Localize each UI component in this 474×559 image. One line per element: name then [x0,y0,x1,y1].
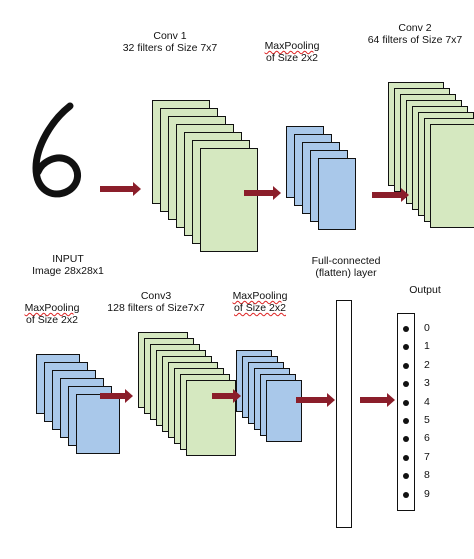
output-class-label: 0 [424,322,430,334]
feature-map-sheet [430,124,474,228]
arrow-input-to-conv1 [100,182,141,196]
feature-map-sheet [266,380,302,442]
arrow-maxpool2-to-conv3 [100,389,133,403]
fc-label: Full-connected(flatten) layer [311,255,381,279]
output-class-label: 6 [424,432,430,445]
output-class-label: 7 [424,450,430,463]
output-class-label: 5 [424,414,430,426]
output-class-label: 1 [424,340,430,353]
output-layer [397,313,415,511]
fully-connected-layer [336,300,352,528]
output-class-label: 8 [424,469,430,482]
arrow-fc-to-output [360,393,395,407]
arrow-maxpool1-to-conv2 [372,188,409,202]
output-class-label: 4 [424,395,430,408]
output-neuron [403,436,409,443]
arrow-maxpool3-to-fc [296,393,335,407]
output-neuron [403,326,409,332]
output-neuron [403,399,409,406]
output-neuron [403,418,409,424]
arrow-conv1-to-maxpool1 [244,186,281,200]
arrow-conv3-to-maxpool3 [212,389,241,403]
feature-map-sheet [76,394,120,454]
input-digit-image [32,102,81,198]
output-neuron [403,362,409,369]
output-neuron [403,381,409,388]
output-class-label: 9 [424,487,430,500]
output-neuron [403,344,409,351]
output-class-label: 3 [424,377,430,390]
output-neuron [403,491,409,498]
output-class-label: 2 [424,358,430,371]
output-label: Output [409,284,441,296]
output-neuron [403,454,409,461]
feature-map-sheet [318,158,356,230]
feature-map-sheet [200,148,258,252]
output-neuron [403,473,409,480]
feature-map-sheet [186,380,236,456]
